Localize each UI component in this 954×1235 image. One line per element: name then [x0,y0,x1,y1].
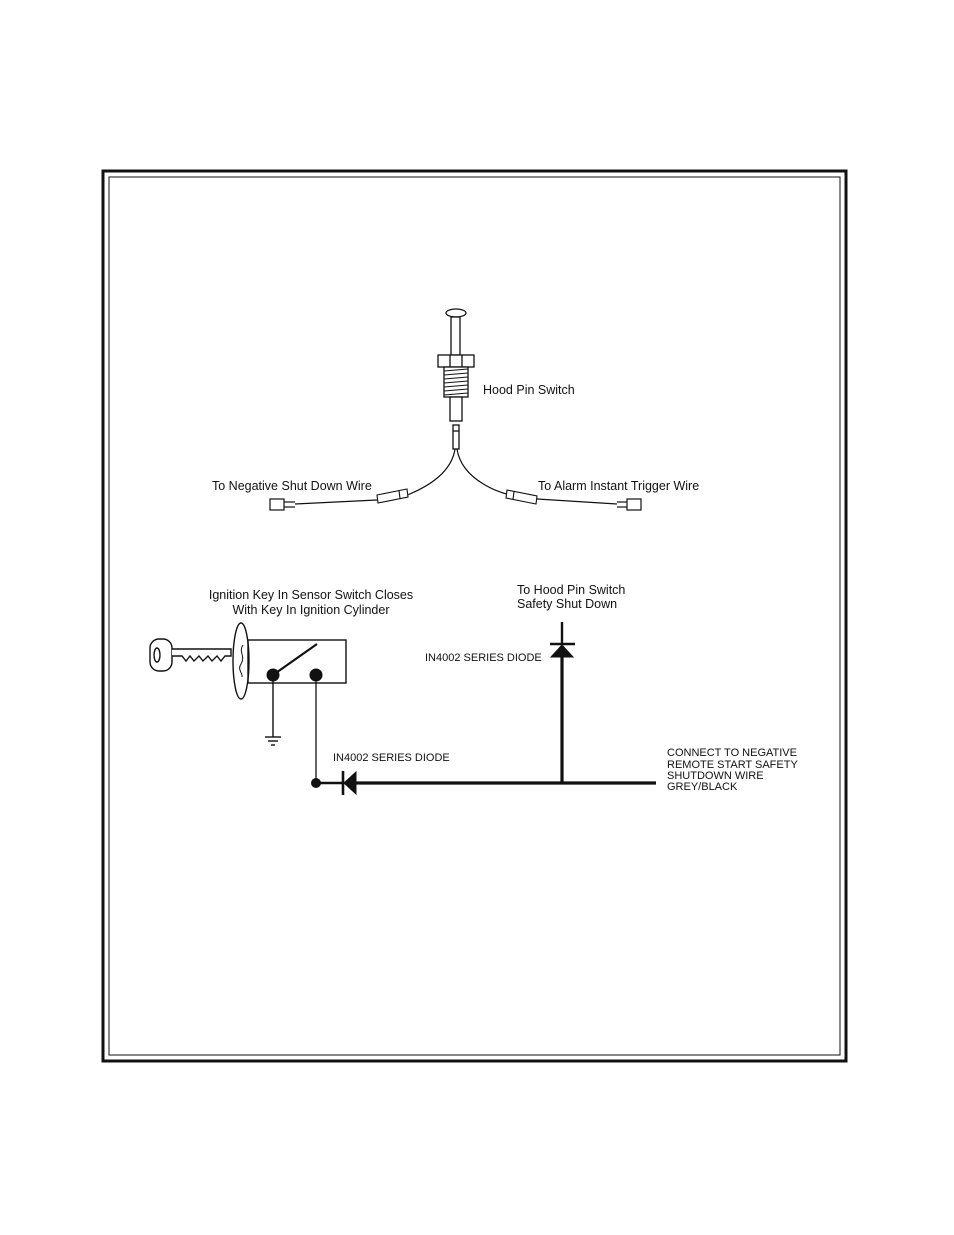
sensor-switch-box [248,640,346,683]
label-to-hood-pin-line1: To Hood Pin Switch [517,583,625,597]
terminal-left [270,499,295,510]
hood-pin-switch-icon [438,309,474,449]
label-diode-vertical: IN4002 SERIES DIODE [425,652,542,664]
label-ignition-sensor-line1: Ignition Key In Sensor Switch Closes [209,588,413,602]
label-diode-horizontal: IN4002 SERIES DIODE [333,752,450,764]
ground-symbol-icon [265,681,281,745]
label-to-hood-pin-line2: Safety Shut Down [517,597,617,611]
terminal-right [617,499,641,510]
label-connect-line1: CONNECT TO NEGATIVE [667,747,797,759]
label-connect-line4: GREY/BLACK [667,781,738,793]
switch-contacts [267,644,322,681]
horizontal-diode-icon [343,771,356,795]
hood-switch-wires [295,449,617,504]
label-ignition-sensor-line2: With Key In Ignition Cylinder [232,603,389,617]
label-to-negative-shut-down-wire: To Negative Shut Down Wire [212,479,372,493]
wire-inline-connector-right [506,490,537,504]
label-to-alarm-instant-trigger-wire: To Alarm Instant Trigger Wire [538,479,699,493]
diagram-frame [103,171,846,1061]
label-hood-pin-switch: Hood Pin Switch [483,383,575,397]
ignition-cylinder-icon [233,623,249,699]
sensor-output-wire [312,681,343,788]
wire-inline-connector-left [377,489,408,503]
vertical-diode-icon [551,645,573,657]
ignition-key-icon [150,639,231,671]
